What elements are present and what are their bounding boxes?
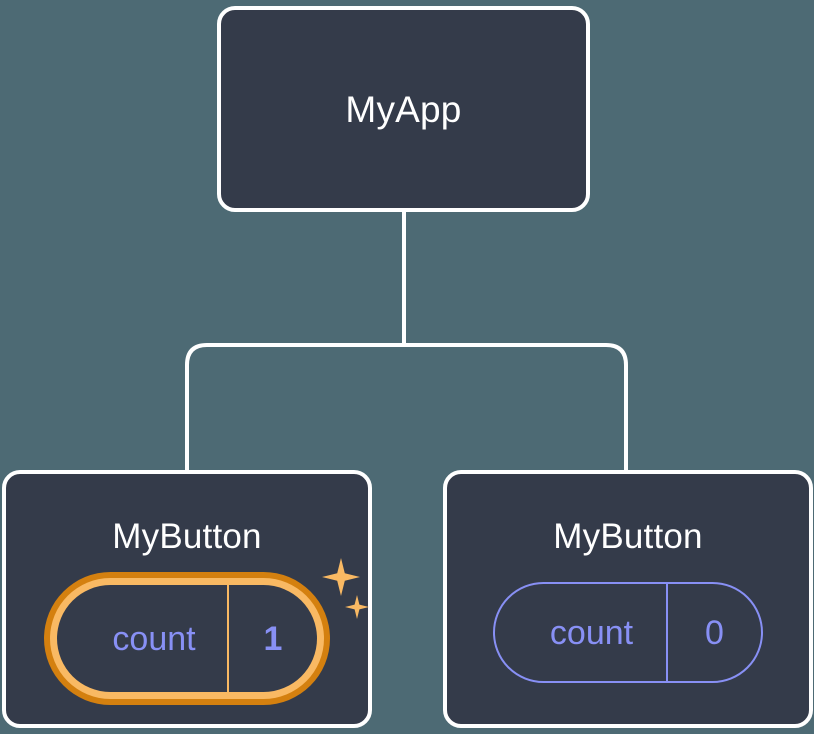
node-mybutton-left-title: MyButton xyxy=(112,517,262,556)
state-pill-left-key: count xyxy=(112,619,196,658)
node-mybutton-right-title: MyButton xyxy=(553,517,703,556)
node-myapp-title: MyApp xyxy=(345,88,462,130)
node-mybutton-right[interactable]: MyButton count 0 xyxy=(443,470,813,728)
node-myapp[interactable]: MyApp xyxy=(217,6,590,212)
sparkle-small-icon xyxy=(345,595,369,619)
state-pill-left-core: count 1 xyxy=(57,585,317,692)
state-pill-right-wrapper: count 0 xyxy=(493,582,763,683)
state-pill-left-value: 1 xyxy=(227,585,317,692)
state-update-sparkles xyxy=(316,558,376,638)
state-pill-left-ring-inner: count 1 xyxy=(50,578,324,699)
state-pill-right-value: 0 xyxy=(666,584,761,681)
state-pill-right[interactable]: count 0 xyxy=(493,582,763,683)
node-mybutton-left[interactable]: MyButton count 1 xyxy=(2,470,372,728)
connector-child-bus xyxy=(185,343,628,470)
state-pill-left-wrapper: count 1 xyxy=(44,558,369,705)
state-pill-left-highlighted[interactable]: count 1 xyxy=(44,572,330,705)
state-pill-right-key: count xyxy=(549,613,634,652)
sparkle-large-icon xyxy=(322,558,360,596)
